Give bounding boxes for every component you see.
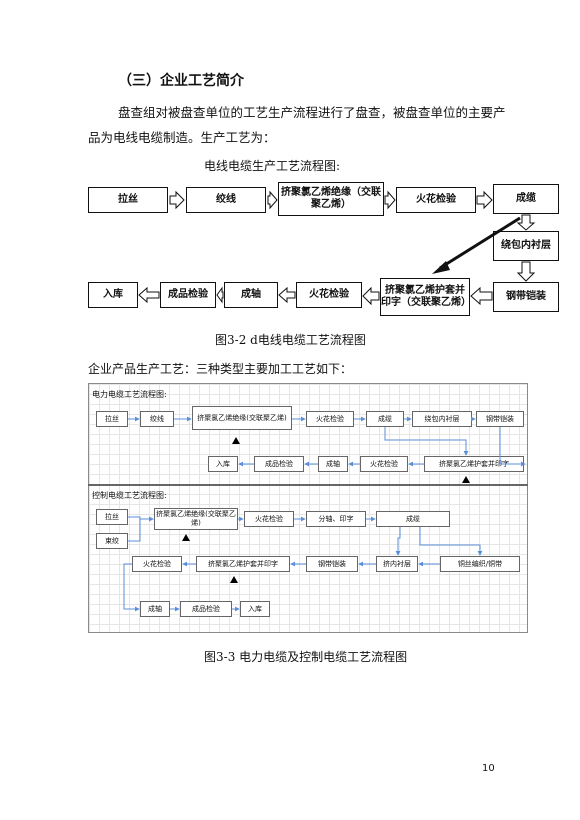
power-cable-title: 电力电缆工艺流程图: [92,390,167,399]
power-box-reeling: 成轴 [318,456,348,472]
flow1-box-spark-test-2: 火花检验 [296,282,362,308]
power-box-wire-drawing: 拉丝 [96,411,128,427]
page-number: 10 [482,763,495,774]
control-box-reeling: 成轴 [140,601,170,617]
power-box-inner-wrap: 绕包内衬层 [412,411,472,427]
control-box-cabling: 成缆 [376,511,450,527]
control-box-insulation: 挤聚氯乙烯绝缘(交联聚乙烯) [154,508,238,530]
flow1-box-spark-test-1: 火花检验 [396,187,476,213]
power-box-cabling: 成缆 [366,411,404,427]
flow1-box-sheath: 挤聚氯乙烯护套并印字（交联聚乙烯） [380,278,471,316]
flow1-caption: 图3-2 d电线电缆工艺流程图 [215,333,366,347]
sentence-2: 企业产品生产工艺：三种类型主要加工工艺如下： [88,362,353,376]
flow1-title: 电线电缆生产工艺流程图: [204,159,341,173]
flow1-box-cabling: 成缆 [493,184,559,214]
power-box-storage: 入库 [208,456,238,472]
flow1-box-reeling: 成轴 [224,282,278,308]
control-box-copper-braid: 铜丝编织/铜带 [440,556,520,572]
control-box-steel-armor: 钢带铠装 [306,556,358,572]
flow1-box-inner-wrap: 绕包内衬层 [493,231,559,261]
flow1-box-final-inspection: 成品检验 [160,282,216,308]
flow2-divider [88,484,528,486]
section-heading: （三）企业工艺简介 [118,73,244,89]
power-box-final-inspection: 成品检验 [254,456,304,472]
control-box-storage: 入库 [240,601,270,617]
flow1-box-stranding: 绞线 [186,187,266,213]
control-box-spark-test-2: 火花检验 [132,556,182,572]
power-box-insulation: 挤聚氯乙烯绝缘(交联聚乙烯) [192,406,292,430]
control-cable-title: 控制电缆工艺流程图: [92,491,167,500]
control-box-sheath: 挤聚氯乙烯护套并印字 [196,556,290,572]
flow1-box-wire-drawing: 拉丝 [88,187,168,213]
flow1-box-storage: 入库 [88,282,138,308]
flow1-box-insulation: 挤聚氯乙烯绝缘（交联聚乙烯） [278,182,384,216]
power-box-steel-armor: 钢带铠装 [476,411,524,427]
flow1-box-steel-armor: 钢带铠装 [493,282,559,312]
control-box-bunching: 束绞 [96,533,128,549]
flow2-caption: 图3-3 电力电缆及控制电缆工艺流程图 [204,650,408,664]
power-box-sheath: 挤聚氯乙烯护套并印字 [424,456,524,472]
control-box-final-inspection: 成品检验 [180,601,232,617]
control-box-inner-sheath: 挤内衬层 [376,556,418,572]
control-box-wire-drawing: 拉丝 [96,509,128,525]
control-box-spark-test-1: 火花检验 [244,511,294,527]
power-box-stranding: 绞线 [140,411,174,427]
power-box-spark-test-2: 火花检验 [360,456,408,472]
intro-paragraph: 盘查组对被盘查单位的工艺生产流程进行了盘查，被盘查单位的主要产品为电线电缆制造。… [88,105,506,145]
control-box-split-print: 分轴、印字 [306,511,366,527]
power-box-spark-test-1: 火花检验 [306,411,354,427]
